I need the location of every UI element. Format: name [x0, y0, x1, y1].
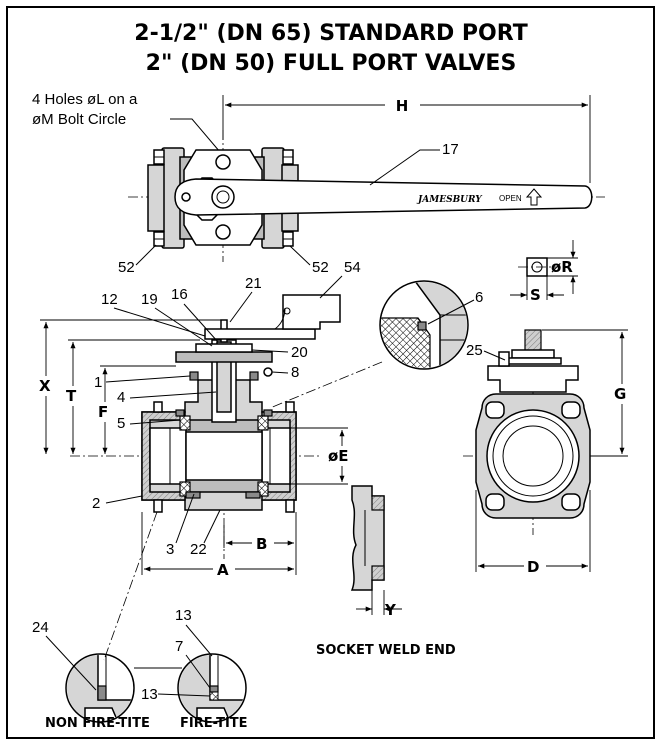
- part-54: 54: [344, 259, 361, 276]
- top-view: JAMESBURY OPEN: [128, 130, 605, 262]
- dim-label-A: A: [217, 561, 229, 579]
- dim-label-H: H: [396, 97, 409, 115]
- title-line-1: 2-1/2" (DN 65) STANDARD PORT: [134, 21, 527, 46]
- dim-label-B: B: [256, 535, 267, 553]
- detail-non-fire-tite: [65, 511, 158, 723]
- part-52-right: 52: [312, 259, 329, 276]
- caption-non-fire-tite: NON FIRE-TITE: [45, 716, 150, 731]
- part-25: 25: [466, 342, 483, 359]
- part-24: 24: [32, 619, 49, 636]
- dim-label-Y: Y: [384, 601, 397, 619]
- dimension-H: H: [222, 95, 591, 183]
- part-7: 7: [175, 638, 183, 655]
- bolt-note-line-1: 4 Holes øL on a: [32, 91, 138, 108]
- vertical-dimensions: X T F øE: [37, 319, 354, 485]
- part-52-left: 52: [118, 259, 135, 276]
- caption-fire-tite: FIRE-TITE: [180, 716, 248, 731]
- section-view: [70, 294, 341, 560]
- part-2: 2: [92, 495, 100, 512]
- socket-weld-end: Y: [350, 485, 402, 619]
- part-17: 17: [442, 141, 459, 158]
- part-1: 1: [94, 374, 102, 391]
- end-view-dimensions: G D: [475, 329, 633, 576]
- dim-label-T: T: [66, 387, 77, 405]
- detail-circle-6: [269, 280, 469, 409]
- handle-open-text: OPEN: [499, 194, 522, 203]
- horizontal-dimensions: B A: [141, 512, 297, 579]
- dim-label-D: D: [527, 558, 539, 576]
- dim-label-X: X: [39, 377, 51, 395]
- part-22: 22: [190, 541, 207, 558]
- bolt-note-leader: [170, 118, 221, 153]
- part-12: 12: [101, 291, 118, 308]
- part-6: 6: [475, 289, 483, 306]
- detail-fire-tite: [134, 653, 247, 723]
- part-5: 5: [117, 415, 125, 432]
- end-view: [463, 329, 605, 535]
- bolt-note-line-2: øM Bolt Circle: [32, 111, 126, 128]
- part-13-bottom: 13: [141, 686, 158, 703]
- caption-socket-weld: SOCKET WELD END: [316, 643, 456, 658]
- dim-label-F: F: [98, 403, 108, 421]
- dim-label-R: øR: [551, 258, 573, 276]
- brand-text: JAMESBURY: [416, 195, 483, 205]
- part-13-top: 13: [175, 607, 192, 624]
- part-19: 19: [141, 291, 158, 308]
- dim-label-E: øE: [328, 447, 349, 465]
- part-4: 4: [117, 389, 125, 406]
- part-21: 21: [245, 275, 262, 292]
- part-20: 20: [291, 344, 308, 361]
- part-3: 3: [166, 541, 174, 558]
- dim-label-G: G: [614, 385, 626, 403]
- title-line-2: 2" (DN 50) FULL PORT VALVES: [146, 51, 517, 76]
- part-8: 8: [291, 364, 299, 381]
- part-16: 16: [171, 286, 188, 303]
- arrow-up-icon: [525, 188, 543, 206]
- dim-label-S: S: [530, 286, 541, 304]
- stem-end-view: øR S: [510, 240, 578, 304]
